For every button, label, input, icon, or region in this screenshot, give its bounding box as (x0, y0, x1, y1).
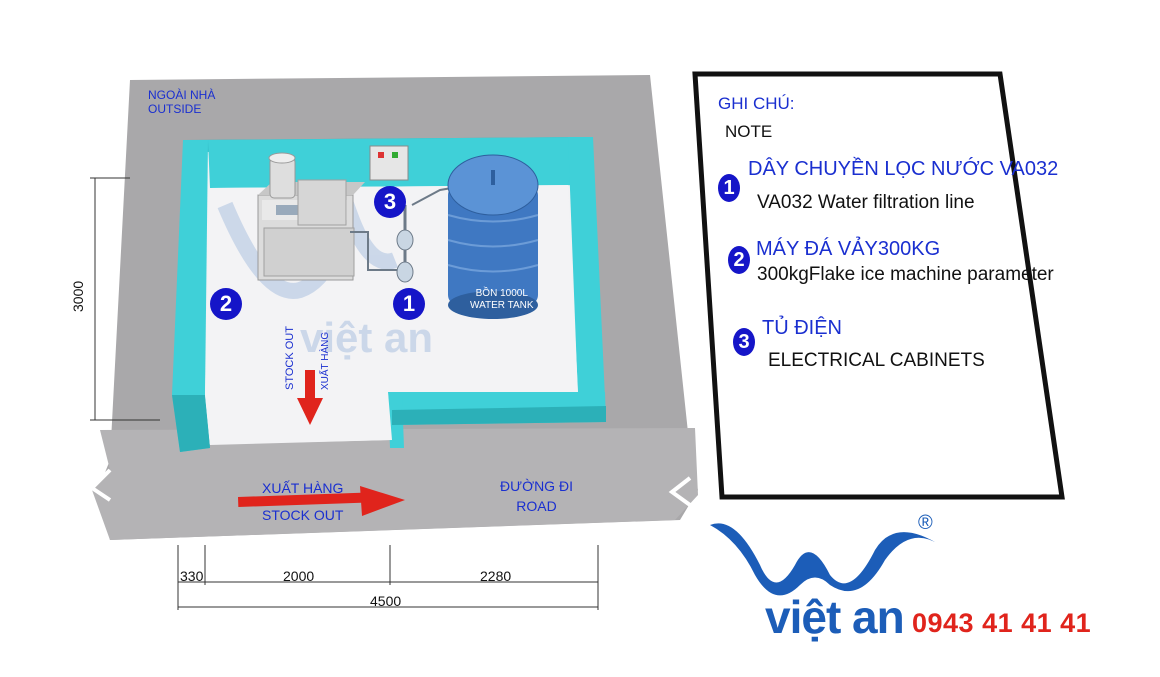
diagram-marker-1: 1 (393, 288, 425, 320)
tank-label-en: WATER TANK (470, 300, 534, 311)
note-item-1-number: 1 (718, 174, 740, 202)
diagram-marker-3: 3 (374, 186, 406, 218)
road-label-en: ROAD (516, 498, 557, 514)
note-item-1-title: DÂY CHUYỀN LỌC NƯỚC VA032 (748, 158, 1059, 180)
road-band (92, 428, 698, 540)
outside-label: NGOÀI NHÀ OUTSIDE (148, 88, 215, 116)
stock-out-label-vi: XUẤT HÀNG (262, 480, 344, 496)
brand-logo-mark (710, 523, 940, 596)
note-item-2-number: 2 (728, 246, 750, 274)
electrical-cabinet (369, 145, 409, 181)
tank-label: BỒN 1000L WATER TANK (470, 288, 534, 312)
stock-out-label-en: STOCK OUT (262, 507, 344, 523)
note-item-3-number: 3 (733, 328, 755, 356)
stock-out-arrow-horizontal (238, 486, 405, 516)
note-item-1-desc: VA032 Water filtration line (757, 192, 975, 213)
wall-shade-right (392, 406, 606, 425)
road-label-vi: ĐƯỜNG ĐI (500, 478, 573, 494)
note-item-3-desc: ELECTRICAL CABINETS (768, 350, 985, 371)
note-item-2-title: MÁY ĐÁ VẢY300KG (756, 238, 941, 260)
registered-mark: ® (918, 512, 933, 534)
note-heading: GHI CHÚ: (718, 94, 795, 113)
break-mark-right (668, 476, 692, 507)
watermark-text: việt an (300, 314, 433, 361)
dimension-total: 4500 (370, 593, 402, 609)
stock-out-arrow-vertical (297, 370, 323, 425)
brand-name: việt an (765, 591, 905, 643)
outside-label-vi: NGOÀI NHÀ (148, 88, 216, 102)
outside-label-en: OUTSIDE (148, 102, 202, 116)
note-item-3-title: TỦ ĐIỆN (762, 317, 842, 339)
wall-shade-left (172, 395, 210, 452)
dimension-seg-1: 330 (180, 568, 204, 584)
dimension-seg-2: 2000 (283, 568, 315, 584)
note-heading-en: NOTE (725, 122, 773, 141)
diagram-marker-2: 2 (210, 288, 242, 320)
ice-machine (257, 152, 365, 281)
note-item-2-desc: 300kgFlake ice machine parameter (757, 264, 1054, 285)
water-tank (447, 154, 539, 319)
dimension-lines (90, 177, 599, 610)
dimension-seg-3: 2280 (480, 568, 512, 584)
phone-number: 0943 41 41 41 (912, 608, 1092, 638)
break-mark-left (88, 468, 112, 502)
road-label: ĐƯỜNG ĐI ROAD (500, 476, 573, 516)
tank-label-vi: BỒN 1000L (475, 288, 528, 299)
